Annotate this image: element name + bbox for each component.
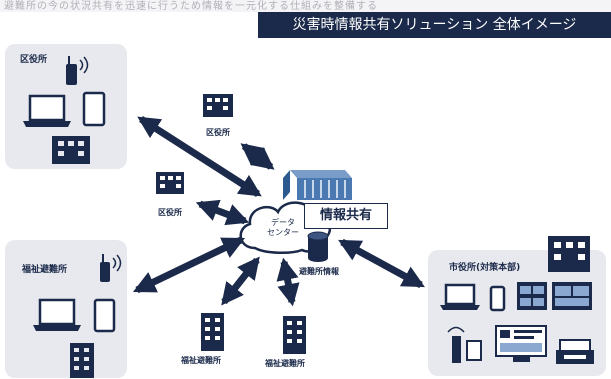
- shelter-tablet-icon: [93, 298, 116, 333]
- tablet-icon: [82, 91, 106, 127]
- arrow-shelter-bottom-right: [276, 257, 300, 307]
- hq-building-icon: [548, 236, 590, 272]
- shelter-panel-label: 福祉避難所: [22, 265, 68, 275]
- cloud-label-line2: センター: [267, 228, 299, 237]
- ward-office-panel-label: 区役所: [20, 55, 48, 65]
- title-banner: 災害時情報共有ソリューション 全体イメージ: [258, 12, 611, 38]
- shelter-walkie-talkie-icon: [100, 254, 122, 282]
- shelter-bottom-left-building-icon: [201, 313, 224, 351]
- hq-panel-label: 市役所(対策本部): [449, 263, 521, 273]
- database-icon: [307, 231, 329, 262]
- hq-smartphone-icon: [489, 285, 506, 312]
- arrow-shelter-panel: [132, 236, 246, 294]
- laptop-icon: [23, 94, 71, 127]
- arrow-ward-office-mid: [195, 199, 250, 226]
- printer-icon: [556, 339, 594, 364]
- top-strip: 避難所の今の状況共有を迅速に行うため情報を一元化する仕組みを整備する: [0, 0, 611, 12]
- hq-laptop-icon: [440, 283, 480, 310]
- cloud-label-line1: データ: [271, 218, 295, 227]
- server-rack-icon: [283, 170, 352, 200]
- shelter-building-icon: [70, 343, 94, 378]
- cloud-label: データ センター: [258, 218, 308, 238]
- dashboard-screen-icon: [495, 325, 547, 362]
- top-strip-text: 避難所の今の状況共有を迅速に行うため情報を一元化する仕組みを整備する: [4, 1, 378, 12]
- arrow-ward-office-panel: [137, 116, 262, 197]
- arrow-ward-office-top: [240, 143, 275, 170]
- walkie-talkie-icon: [66, 56, 89, 85]
- shelter-bottom-right-label: 福祉避難所: [265, 359, 305, 368]
- ward-office-top-label: 区役所: [206, 128, 230, 137]
- shelter-laptop-icon: [33, 298, 81, 331]
- router-icon: [447, 326, 482, 363]
- arrow-hq-panel: [338, 238, 425, 289]
- ward-office-top-building-icon: [203, 94, 233, 117]
- info-share-label: 情報共有: [304, 203, 388, 229]
- arrow-shelter-bottom-left: [221, 256, 260, 306]
- monitor-wall-icon: [517, 282, 592, 310]
- ward-office-mid-label: 区役所: [158, 208, 182, 217]
- db-label: 避難所情報: [299, 267, 339, 276]
- shelter-bottom-left-label: 福祉避難所: [181, 356, 221, 365]
- shelter-bottom-right-building-icon: [283, 316, 306, 354]
- office-building-icon: [52, 136, 90, 164]
- ward-office-mid-building-icon: [156, 172, 184, 194]
